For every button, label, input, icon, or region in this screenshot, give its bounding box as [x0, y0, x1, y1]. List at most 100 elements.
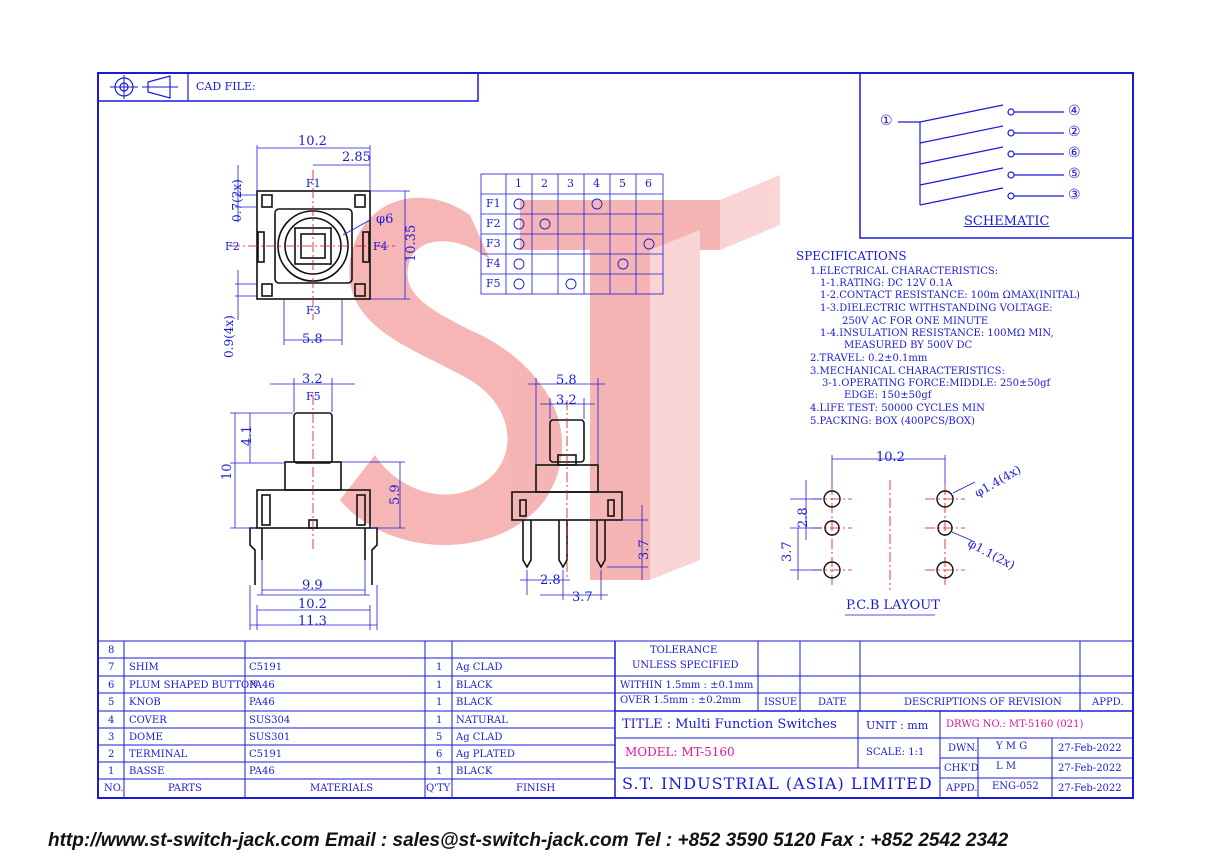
label-f3: F3: [306, 304, 321, 317]
appd-label: APPD.: [946, 783, 978, 794]
schematic-pin-4: ⑤: [1068, 166, 1081, 182]
dim-pcb-width: 10.2: [876, 450, 905, 465]
title-block-scale: SCALE: 1:1: [866, 747, 925, 758]
specs-title: SPECIFICATIONS: [796, 249, 907, 263]
switch-matrix-dots: [513, 198, 655, 290]
bom-header-finish: FINISH: [516, 783, 556, 794]
schematic-pin-3: ⑥: [1068, 145, 1081, 161]
dim-side-width-1: 5.8: [556, 373, 577, 388]
pcb-layout-drawing: [790, 455, 976, 616]
bom-cell-part: PLUM SHAPED BUTTON: [129, 680, 258, 691]
contact-footer: http://www.st-switch-jack.com Email : sa…: [48, 830, 1009, 851]
bom-cell-no: 7: [108, 662, 115, 673]
title-block-title: TITLE : Multi Function Switches: [622, 717, 837, 732]
bom-cell-part: TERMINAL: [129, 749, 188, 760]
dim-pcb-pitch-2: 3.7: [780, 541, 795, 562]
matrix-col-header: 3: [567, 177, 574, 190]
dim-side-pin-height: 3.7: [637, 539, 652, 560]
label-f4: F4: [373, 240, 388, 253]
bom-header-materials: MATERIALS: [310, 783, 374, 794]
schematic-title: SCHEMATIC: [964, 214, 1050, 229]
spec-line: 1-4.INSULATION RESISTANCE: 100MΩ MIN,: [820, 328, 1054, 339]
schematic-pin-2: ②: [1068, 124, 1081, 140]
title-block-model: MODEL: MT-5160: [625, 745, 735, 759]
bom-header-parts: PARTS: [168, 783, 202, 794]
bom-cell-mat: SUS301: [249, 732, 291, 743]
bom-cell-part: DOME: [129, 732, 163, 743]
title-block-drawing-number: DRWG NO.: MT-5160 (021): [946, 719, 1084, 730]
schematic-pin-5: ③: [1068, 187, 1081, 203]
bom-cell-qty: 1: [436, 662, 443, 673]
appd-date: 27-Feb-2022: [1058, 783, 1122, 794]
bom-cell-part: BASSE: [129, 766, 165, 777]
dwn-label: DWN.: [948, 743, 978, 754]
spec-line: 2.TRAVEL: 0.2±0.1mm: [810, 353, 928, 364]
bom-cell-no: 5: [108, 697, 115, 708]
matrix-contact-dot: [539, 218, 551, 230]
matrix-contact-dot: [565, 278, 577, 290]
label-f2: F2: [225, 240, 240, 253]
spec-line: 3-1.OPERATING FORCE:MIDDLE: 250±50gf: [822, 378, 1051, 389]
dim-side-width-2: 3.2: [556, 393, 577, 408]
bom-cell-no: 2: [108, 749, 115, 760]
spec-line: 3.MECHANICAL CHARACTERISTICS:: [810, 366, 1005, 377]
dim-top-pin-width: 0.7(2x): [230, 179, 244, 222]
matrix-contact-dot: [617, 258, 629, 270]
bom-cell-qty: 5: [436, 732, 443, 743]
matrix-contact-dot: [513, 198, 525, 210]
dim-pcb-pitch-1: 2.8: [796, 507, 811, 528]
bom-cell-mat: PA46: [249, 680, 275, 691]
matrix-contact-dot: [513, 258, 525, 270]
bom-cell-no: 4: [108, 715, 115, 726]
label-f5: F5: [306, 390, 321, 403]
schematic-common-pin: ①: [880, 113, 893, 129]
bom-cell-finish: BLACK: [456, 680, 493, 691]
dim-top-diameter: φ6: [376, 212, 394, 227]
matrix-contact-dot: [513, 218, 525, 230]
dim-front-width-1: 9.9: [302, 578, 323, 593]
schematic-pin-1: ④: [1068, 103, 1081, 119]
revision-issue: ISSUE: [764, 697, 798, 708]
dim-front-knob-width: 3.2: [302, 372, 323, 387]
label-f1: F1: [306, 177, 321, 190]
bom-cell-finish: Ag CLAD: [456, 662, 503, 673]
matrix-col-header: 2: [541, 177, 548, 190]
spec-line: MEASURED BY 500V DC: [844, 340, 973, 351]
spec-line: 1-1.RATING: DC 12V 0.1A: [820, 278, 953, 289]
matrix-col-header: 6: [645, 177, 652, 190]
tolerance-over: OVER 1.5mm : ±0.2mm: [620, 695, 742, 706]
st-watermark-logo: [340, 175, 780, 580]
dim-front-knob-height: 4.1: [240, 425, 255, 446]
matrix-col-header: 1: [515, 177, 522, 190]
bom-cell-mat: PA46: [249, 766, 275, 777]
matrix-row-header: F3: [486, 237, 501, 250]
revision-appd: APPD.: [1092, 697, 1124, 708]
dwn-value: Y M G: [996, 741, 1028, 752]
bom-cell-no: 1: [108, 766, 115, 777]
bom-cell-mat: PA46: [249, 697, 275, 708]
revision-desc: DESCRIPTIONS OF REVISION: [904, 697, 1062, 708]
matrix-contact-dot: [513, 278, 525, 290]
spec-line: 1-3.DIELECTRIC WITHSTANDING VOLTAGE:: [820, 303, 1053, 314]
bom-cell-qty: 1: [436, 766, 443, 777]
bom-cell-finish: Ag CLAD: [456, 732, 503, 743]
switch-matrix-grid: [480, 173, 664, 295]
bom-cell-finish: BLACK: [456, 766, 493, 777]
bom-header-no: NO.: [104, 783, 124, 794]
bom-cell-finish: NATURAL: [456, 715, 508, 726]
bom-cell-finish: BLACK: [456, 697, 493, 708]
bom-table-grid: [98, 640, 1133, 798]
matrix-contact-dot: [513, 238, 525, 250]
bom-cell-qty: 1: [436, 715, 443, 726]
appd-value: ENG-052: [992, 781, 1039, 792]
dim-top-offset: 2.85: [342, 150, 371, 165]
chk-date: 27-Feb-2022: [1058, 763, 1122, 774]
dim-front-total-height: 10: [220, 463, 235, 480]
dim-front-width-2: 10.2: [298, 597, 327, 612]
chk-label: CHK'D: [944, 763, 979, 774]
bom-cell-mat: C5191: [249, 662, 283, 673]
dim-top-height: 10.35: [404, 224, 419, 262]
revision-date: DATE: [818, 697, 847, 708]
bom-cell-no: 8: [108, 645, 115, 656]
bom-cell-mat: SUS304: [249, 715, 291, 726]
